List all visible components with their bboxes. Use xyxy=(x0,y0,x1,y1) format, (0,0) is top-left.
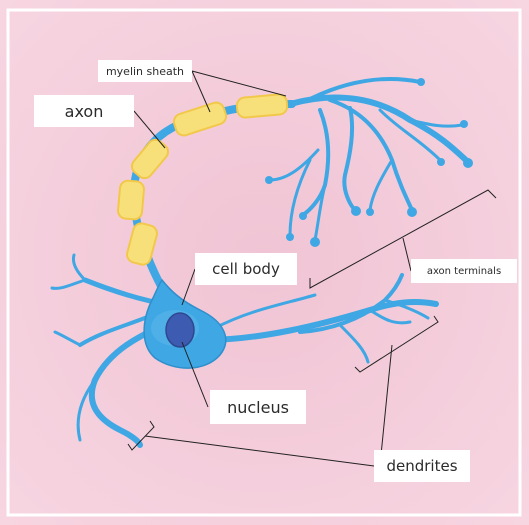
axon-label: axon xyxy=(34,95,134,127)
axon-terminals-label: axon terminals xyxy=(411,259,517,283)
cell-body-label: cell body xyxy=(195,253,297,285)
nucleus-label: nucleus xyxy=(210,390,306,424)
dendrites-label: dendrites xyxy=(374,450,470,482)
myelin-sheath-label: myelin sheath xyxy=(98,60,192,82)
nucleus-shape xyxy=(166,313,194,347)
